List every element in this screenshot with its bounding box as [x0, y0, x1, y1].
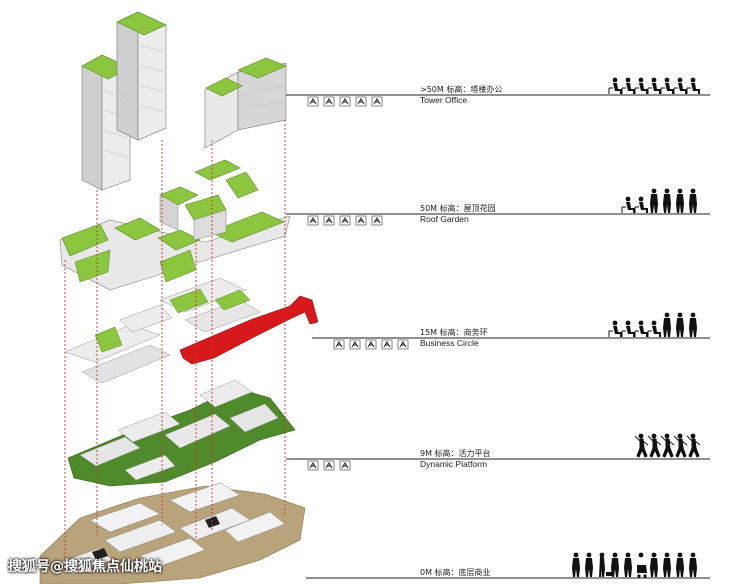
standing-person-icon [663, 552, 671, 577]
sitting-person-icon [634, 320, 648, 337]
level-label-cn: 15M 标高：商务环 [420, 327, 488, 337]
business-circle-level [64, 277, 319, 384]
sitting-person-icon [686, 77, 700, 94]
chair-icon [323, 215, 335, 226]
sitting-person-icon [660, 77, 674, 94]
standing-person-icon [650, 188, 658, 213]
cyclist-icon [307, 215, 319, 226]
people-icon [339, 96, 351, 107]
jumping-person-icon [634, 433, 649, 458]
coffee-icon [381, 339, 393, 350]
dynamic-platform-level [67, 379, 296, 487]
vertical-dotted-lines [64, 120, 286, 560]
running-person-icon [647, 433, 662, 458]
level-label-en: Business Circle [420, 338, 479, 348]
standing-person-icon [624, 552, 632, 577]
standing-person-icon [572, 552, 580, 577]
dancing-person-icon [686, 433, 701, 458]
laptop-icon [397, 339, 409, 350]
level-label-en: Dynamic Platform [420, 459, 487, 469]
ground-commercial-level [39, 482, 306, 584]
running-person-icon [660, 433, 675, 458]
standing-person-icon [611, 552, 619, 577]
sitting-person-icon [621, 196, 635, 213]
sitting-person-icon [621, 320, 635, 337]
standing-person-icon [585, 552, 593, 577]
stroller-icon [637, 552, 647, 578]
level-label-en: Roof Garden [420, 214, 469, 224]
level-label-cn: 0M 标高：底层商业 [420, 567, 491, 577]
laptop-icon [371, 215, 383, 226]
level-label-cn: >50M 标高：塔楼办公 [420, 84, 502, 94]
globe-icon [333, 339, 345, 350]
level-ground: 0M 标高：底层商业 [306, 552, 710, 579]
standing-person-icon [663, 188, 671, 213]
cyclist-icon [307, 96, 319, 107]
dining-icon [307, 460, 319, 471]
coffee-icon [323, 460, 335, 471]
level-label-en: Tower Office [420, 95, 467, 105]
sitting-person-icon [673, 77, 687, 94]
level-label-cn: 50M 标高：屋顶花园 [420, 203, 496, 213]
walking-dog-icon [599, 552, 612, 577]
sitting-person-icon [647, 320, 661, 337]
standing-person-icon [689, 552, 697, 577]
watermark: 搜狐号@搜狐焦点仙桃站 [8, 559, 162, 575]
roof-garden-level [59, 159, 291, 291]
sitting-person-icon [608, 77, 622, 94]
chair-icon [349, 339, 361, 350]
standing-person-icon [689, 312, 697, 337]
cocktail-icon [339, 460, 351, 471]
people-icon [365, 339, 377, 350]
people-icon [339, 215, 351, 226]
mail-icon [355, 215, 367, 226]
chair-icon [323, 96, 335, 107]
sitting-person-icon [634, 196, 648, 213]
sitting-person-icon [634, 77, 648, 94]
sitting-person-icon [608, 320, 622, 337]
laptop-icon [371, 96, 383, 107]
dancing-person-icon [673, 433, 688, 458]
tower-level-buildings [81, 11, 287, 191]
mail-icon [355, 96, 367, 107]
standing-person-icon [689, 188, 697, 213]
level-label-cn: 9M 标高：活力平台 [420, 448, 491, 458]
standing-person-icon [676, 188, 684, 213]
standing-person-icon [676, 552, 684, 577]
standing-person-icon [676, 312, 684, 337]
sitting-person-icon [621, 77, 635, 94]
standing-person-icon [663, 312, 671, 337]
business-ring-highlight [179, 295, 319, 365]
sitting-person-icon [647, 77, 661, 94]
standing-person-icon [650, 552, 658, 577]
